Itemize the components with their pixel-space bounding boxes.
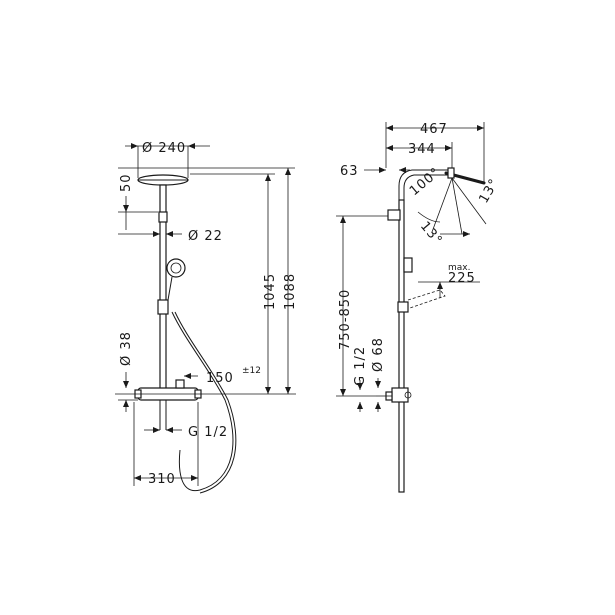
dim-mixer-diameter: Ø 38 [119,331,134,366]
dim-wall-63: 63 [340,164,359,179]
side-riser [398,199,405,493]
shower-arm [398,169,450,200]
front-view: Ø 240 50 Ø 22 1045 1088 Ø 38 15 [115,141,298,494]
side-mixer [391,387,409,403]
dim-arm-344: 344 [408,142,436,157]
dim-overall-1045: 1045 [263,273,278,310]
dim-max-value: 225 [448,271,476,286]
dim-hose-offset: 150 [206,371,234,386]
dim-connection-thread: G 1/2 [188,425,228,440]
hand-shower-holder [157,299,169,315]
dim-head-diameter: Ø 240 [142,141,186,156]
dim-angle-13a: 13° [417,219,445,249]
dim-diameter-68: Ø 68 [371,337,386,372]
dim-max-label: max. [448,263,470,273]
dim-overall-1088: 1088 [283,273,298,310]
hand-shower [166,258,186,278]
dim-angle-13b: 13° [476,176,502,206]
wall-bracket [387,209,401,221]
hose [171,311,234,492]
dim-mixer-width: 310 [148,472,176,487]
side-view: 467 344 63 100° 13° 13° 750-850 [336,122,502,493]
dim-height-range: 750-850 [338,289,353,350]
dim-hose-tolerance: ±12 [242,366,261,376]
dim-head-height: 50 [119,173,134,192]
dim-arm-467: 467 [420,122,448,137]
dim-pipe-diameter: Ø 22 [188,229,223,244]
dim-side-thread: G 1/2 [353,346,368,386]
